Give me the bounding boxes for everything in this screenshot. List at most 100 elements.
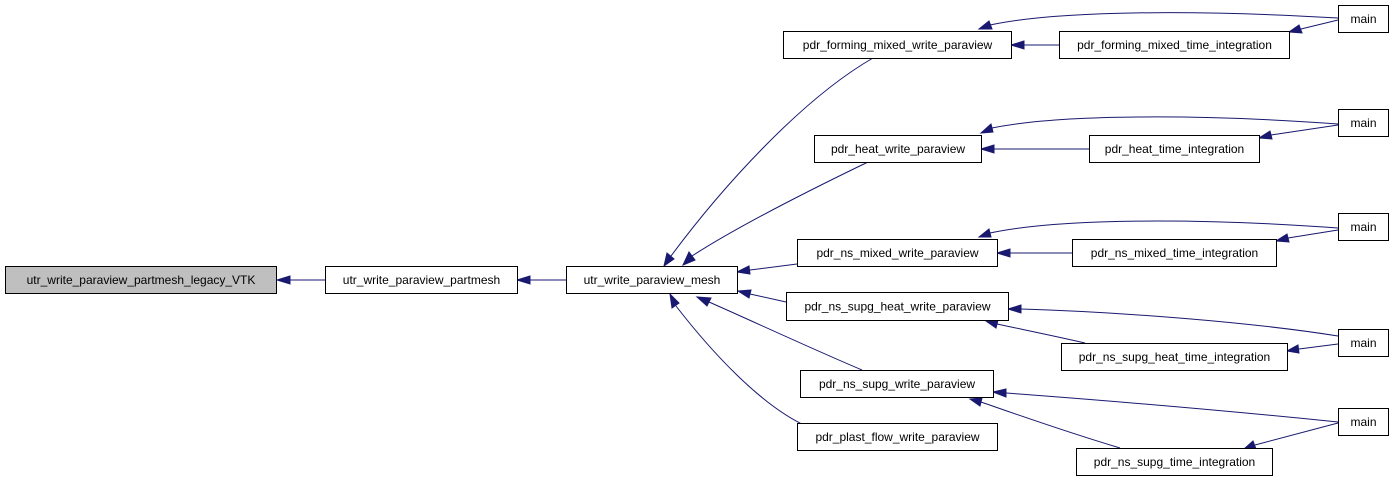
- node-box[interactable]: [1338, 213, 1389, 241]
- nodes-layer: utr_write_paraview_partmesh_legacy_VTK ut…: [5, 5, 1389, 476]
- node-main1[interactable]: main: [1338, 5, 1389, 33]
- node-box[interactable]: [797, 423, 998, 451]
- edge-partmesh-to-root: [275, 275, 325, 285]
- node-label: pdr_ns_mixed_time_integration: [1091, 246, 1258, 260]
- node-main3[interactable]: main: [1338, 213, 1389, 241]
- node-label: main: [1350, 116, 1376, 130]
- edge-heat_wp-to-mesh: [682, 161, 869, 266]
- edge-line: [1254, 422, 1339, 446]
- node-forming-ti[interactable]: pdr_forming_mixed_time_integration: [1059, 31, 1290, 59]
- edge-arrowhead: [515, 275, 531, 285]
- node-main4[interactable]: main: [1338, 329, 1389, 357]
- edge-line: [708, 301, 863, 371]
- edge-arrowhead: [1285, 344, 1300, 354]
- node-label: pdr_ns_mixed_write_paraview: [816, 246, 978, 260]
- node-box[interactable]: [1059, 31, 1290, 59]
- node-box[interactable]: [814, 135, 982, 163]
- node-box[interactable]: [1338, 329, 1389, 357]
- edge-line: [991, 116, 1339, 129]
- edge-main3-to-nsmixed_wp: [977, 220, 1339, 238]
- node-supgheat-wp[interactable]: pdr_ns_supg_heat_write_paraview: [786, 292, 1009, 321]
- node-partmesh[interactable]: utr_write_paraview_partmesh: [325, 266, 518, 294]
- node-box[interactable]: [783, 31, 1012, 59]
- edge-arrowhead: [1006, 304, 1022, 314]
- edge-arrowhead: [977, 20, 993, 30]
- node-box[interactable]: [1072, 239, 1277, 267]
- node-box[interactable]: [5, 266, 277, 294]
- edge-line: [675, 305, 807, 427]
- node-supg-wp[interactable]: pdr_ns_supg_write_paraview: [800, 370, 994, 398]
- node-main2[interactable]: main: [1338, 109, 1389, 137]
- edge-line: [749, 293, 787, 303]
- node-plast-wp[interactable]: pdr_plast_flow_write_paraview: [797, 423, 998, 451]
- node-label: pdr_ns_supg_write_paraview: [819, 377, 975, 391]
- node-box[interactable]: [1076, 448, 1273, 476]
- edge-arrowhead: [1009, 40, 1025, 50]
- edge-main5-to-supg_wp: [991, 388, 1339, 423]
- edge-line: [1270, 124, 1339, 136]
- edge-supgheat_wp-to-mesh: [736, 289, 787, 303]
- edge-line: [989, 220, 1339, 234]
- node-box[interactable]: [797, 239, 998, 267]
- node-label: pdr_ns_supg_heat_write_paraview: [804, 300, 990, 314]
- edge-arrowhead: [275, 275, 291, 285]
- edge-line: [1005, 392, 1339, 423]
- edge-plast_wp-to-mesh: [669, 292, 807, 427]
- edge-main5-to-supg_ti: [1242, 422, 1339, 450]
- node-heat-wp[interactable]: pdr_heat_write_paraview: [814, 135, 982, 163]
- node-label: main: [1350, 336, 1376, 350]
- edge-line: [1020, 308, 1339, 337]
- node-box[interactable]: [1338, 5, 1389, 33]
- edges-layer: [275, 12, 1339, 450]
- node-forming-wp[interactable]: pdr_forming_mixed_write_paraview: [783, 31, 1012, 59]
- edge-nsmixed_wp-to-mesh: [735, 263, 798, 275]
- node-main5[interactable]: main: [1338, 408, 1389, 436]
- node-label: utr_write_paraview_mesh: [584, 273, 721, 287]
- node-box[interactable]: [566, 266, 738, 294]
- edge-arrowhead: [1242, 440, 1257, 450]
- edge-line: [980, 401, 1121, 449]
- node-mesh[interactable]: utr_write_paraview_mesh: [566, 266, 738, 294]
- edge-main2-to-heat_ti: [1257, 124, 1339, 140]
- edge-mesh-to-partmesh: [515, 275, 566, 285]
- edge-line: [749, 263, 798, 271]
- node-heat-ti[interactable]: pdr_heat_time_integration: [1089, 135, 1260, 163]
- node-label: utr_write_paraview_partmesh: [343, 273, 500, 287]
- edge-arrowhead: [979, 123, 994, 134]
- edge-arrowhead: [669, 292, 680, 309]
- edge-arrowhead: [695, 296, 712, 307]
- node-box[interactable]: [800, 370, 994, 398]
- node-label: main: [1350, 12, 1376, 26]
- edge-main1-to-forming_ti: [1287, 19, 1339, 34]
- node-label: pdr_forming_mixed_time_integration: [1077, 38, 1272, 52]
- edge-heat_ti-to-heat_wp: [979, 144, 1089, 154]
- node-supgheat-ti[interactable]: pdr_ns_supg_heat_time_integration: [1061, 343, 1288, 371]
- node-nsmixed-wp[interactable]: pdr_ns_mixed_write_paraview: [797, 239, 998, 267]
- node-label: pdr_ns_supg_heat_time_integration: [1079, 350, 1270, 364]
- node-nsmixed-ti[interactable]: pdr_ns_mixed_time_integration: [1072, 239, 1277, 267]
- edge-nsmixed_ti-to-nsmixed_wp: [995, 248, 1072, 258]
- edge-main4-to-supgheat_wp: [1006, 304, 1339, 337]
- edge-main1-to-forming_wp: [977, 12, 1339, 30]
- node-box[interactable]: [325, 266, 518, 294]
- edge-arrowhead: [991, 388, 1007, 398]
- node-label: main: [1350, 415, 1376, 429]
- node-root[interactable]: utr_write_paraview_partmesh_legacy_VTK: [5, 266, 277, 294]
- node-box[interactable]: [1061, 343, 1288, 371]
- edge-supgheat_ti-to-supgheat_wp: [984, 319, 1086, 344]
- edge-forming_ti-to-forming_wp: [1009, 40, 1059, 50]
- node-box[interactable]: [786, 292, 1009, 321]
- edge-line: [670, 57, 874, 257]
- node-supg-ti[interactable]: pdr_ns_supg_time_integration: [1076, 448, 1273, 476]
- edge-line: [1298, 343, 1339, 350]
- edge-line: [1300, 19, 1339, 30]
- node-box[interactable]: [1338, 408, 1389, 436]
- edge-arrowhead: [735, 265, 751, 275]
- node-label: pdr_ns_supg_time_integration: [1094, 455, 1255, 469]
- node-box[interactable]: [1089, 135, 1260, 163]
- edge-arrowhead: [979, 144, 995, 154]
- node-box[interactable]: [1338, 109, 1389, 137]
- node-label: pdr_heat_time_integration: [1105, 142, 1244, 156]
- edge-line: [691, 161, 869, 257]
